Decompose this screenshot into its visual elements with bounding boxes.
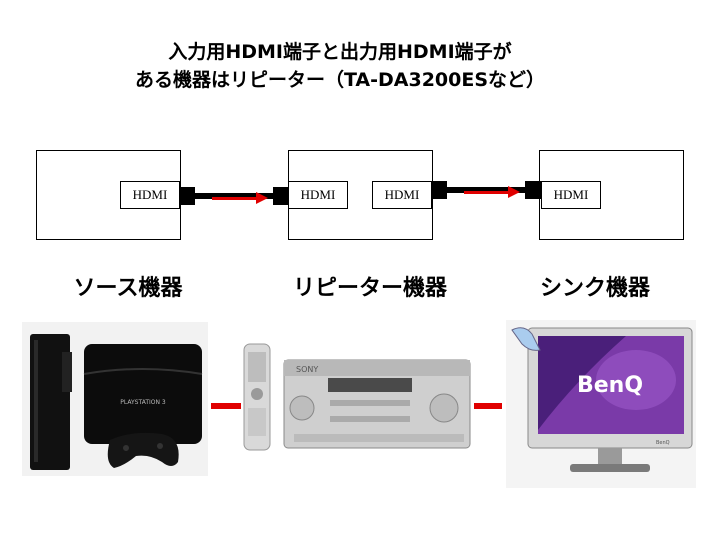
cable1-plug-right [273, 187, 289, 205]
sink-role-label: シンク機器 [539, 276, 650, 301]
cable1-wire [195, 193, 273, 199]
cable1-arrow-head [256, 192, 268, 204]
ps3-logo-text: PLAYSTATION 3 [120, 399, 166, 406]
cable2-plug-left [431, 181, 447, 199]
source-role-label: ソース機器 [73, 276, 183, 301]
monitor-brand-text: BenQ [577, 373, 643, 398]
ps3-console-image: PLAYSTATION 3 [22, 322, 208, 476]
link-repeater-sink [474, 403, 502, 409]
cable2-arrow-line [464, 191, 508, 194]
repeater-role-label: リピーター機器 [292, 276, 447, 301]
repeater-hdmi-in-port: HDMI [288, 181, 348, 209]
sink-hdmi-in-port: HDMI [541, 181, 601, 209]
cable2-plug-right [525, 181, 541, 199]
title-line-1: 入力用HDMI端子と出力用HDMI端子が [168, 41, 512, 63]
cable2-arrow-head [508, 186, 520, 198]
title-line-2: ある機器はリピーター（TA-DA3200ESなど） [134, 69, 546, 91]
monitor-bottom-brand-text: BenQ [656, 440, 670, 446]
receiver-brand-text: SONY [296, 365, 318, 374]
cable1-arrow-line [212, 197, 256, 200]
cable2-wire [447, 187, 525, 193]
source-hdmi-out-port: HDMI [120, 181, 180, 209]
link-source-repeater [211, 403, 241, 409]
repeater-hdmi-out-port: HDMI [372, 181, 432, 209]
cable1-plug-left [179, 187, 195, 205]
av-receiver-image: SONY [243, 343, 471, 451]
benq-monitor-image: BenQ BenQ [506, 320, 696, 488]
